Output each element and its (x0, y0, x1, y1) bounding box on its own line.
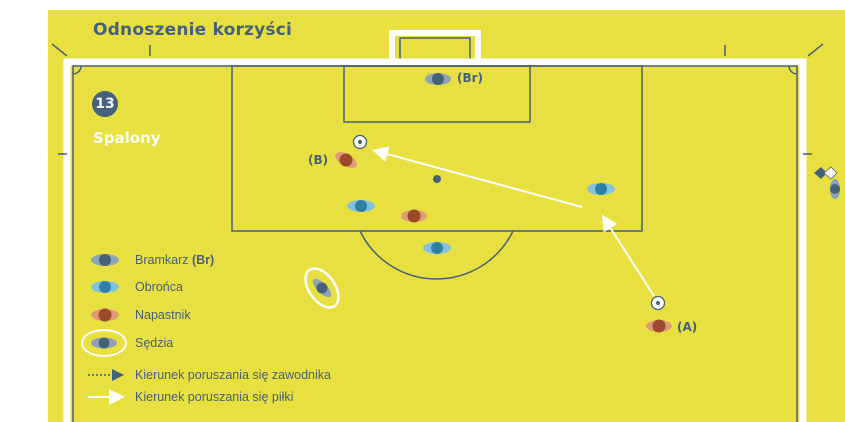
attacker-b (335, 152, 357, 168)
attacker-b-label: (B) (308, 153, 329, 167)
defender-left (347, 200, 375, 212)
legend-player-direction-label: Kierunek poruszania się zawodnika (135, 368, 331, 382)
legend-referee-icon (81, 329, 127, 357)
ball-path-short (601, 214, 655, 297)
assistant-referee (814, 166, 840, 199)
legend-ball-direction-label: Kierunek poruszania się piłki (135, 390, 294, 404)
ball-b (352, 134, 368, 150)
pitch (48, 10, 845, 422)
defender-bottom (423, 242, 451, 254)
penalty-spot (433, 175, 441, 183)
legend-goalkeeper: Bramkarz (Br) (135, 253, 214, 267)
defender-right (587, 183, 615, 195)
attacker-a-label: (A) (677, 320, 698, 334)
attacker-middle (401, 209, 427, 223)
referee-on-pitch (304, 267, 340, 309)
legend-defender-label: Obrońca (135, 280, 183, 294)
legend-defender-icon (91, 281, 119, 293)
step-number-badge: 13 (92, 91, 118, 117)
diagram-title: Odnoszenie korzyści (93, 20, 293, 40)
legend-goalkeeper-abbr: (Br) (191, 253, 215, 267)
ball-a (650, 295, 666, 311)
legend-attacker-icon (91, 308, 119, 322)
panel-heading: Spalony (93, 129, 161, 147)
legend-referee-label: Sędzia (135, 336, 174, 350)
goalkeeper-player (425, 73, 451, 85)
legend-attacker-label: Napastnik (135, 308, 191, 322)
ball-path-long (372, 146, 583, 208)
penalty-arc (359, 230, 514, 280)
legend-goalkeeper-label: Bramkarz (135, 253, 189, 267)
attacker-a (646, 319, 672, 333)
goalkeeper-label: (Br) (457, 71, 484, 85)
pitch-border (63, 58, 807, 422)
goal-area (343, 65, 531, 123)
legend-goalkeeper-icon (91, 254, 119, 266)
